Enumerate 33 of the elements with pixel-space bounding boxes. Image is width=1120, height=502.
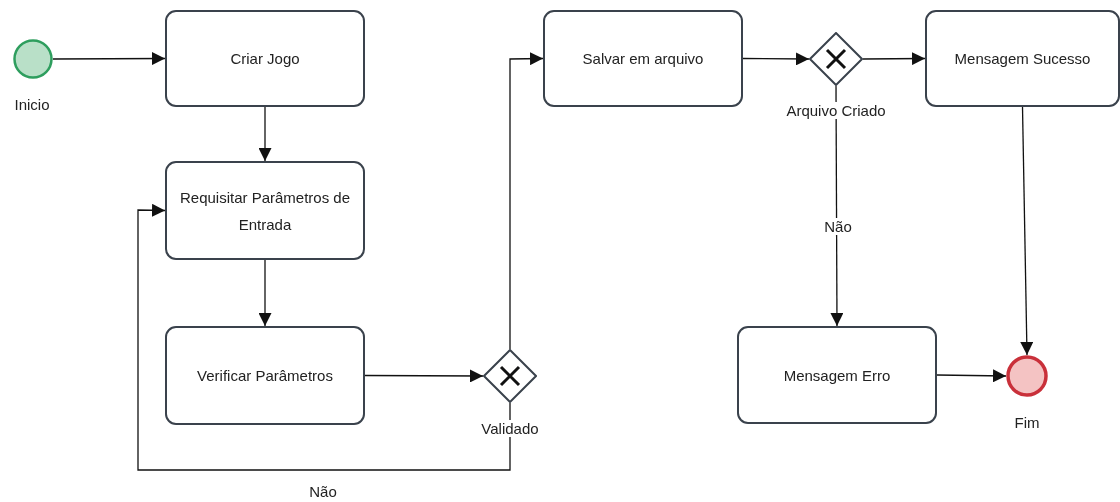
event-label: Arquivo Criado bbox=[784, 102, 888, 119]
event-label: Validado bbox=[479, 420, 541, 437]
task-label: Salvar em arquivo bbox=[581, 49, 705, 69]
arrow bbox=[742, 52, 810, 66]
event-label: Inicio bbox=[12, 96, 52, 113]
arrow bbox=[862, 52, 926, 66]
task-label: Mensagem Sucesso bbox=[953, 49, 1092, 69]
task-label: Requisitar Parâmetros de Entrada bbox=[178, 187, 352, 235]
task-label: Verificar Parâmetros bbox=[196, 366, 334, 386]
task-box bbox=[543, 10, 743, 107]
task-box bbox=[925, 10, 1120, 107]
task-label: Mensagem Erro bbox=[782, 365, 892, 386]
arrow bbox=[830, 85, 844, 327]
event-label: Fim bbox=[1012, 414, 1042, 431]
arrow bbox=[936, 369, 1007, 383]
gateway-diamond bbox=[483, 349, 537, 403]
arrow bbox=[1020, 106, 1034, 356]
edge-label: Não bbox=[307, 483, 339, 500]
task-box bbox=[737, 326, 937, 424]
task-box bbox=[165, 326, 365, 425]
arrow bbox=[509, 52, 544, 350]
task-label: Criar Jogo bbox=[229, 49, 301, 69]
gateway-diamond bbox=[809, 32, 863, 86]
edge-label: Não bbox=[822, 218, 854, 235]
event-circle bbox=[1006, 355, 1048, 397]
arrow bbox=[258, 259, 272, 327]
arrow bbox=[137, 203, 511, 471]
task-box bbox=[165, 10, 365, 107]
event-circle bbox=[13, 39, 53, 79]
arrow bbox=[258, 106, 272, 162]
task-box bbox=[165, 161, 365, 260]
arrow bbox=[52, 52, 166, 66]
arrow bbox=[364, 369, 484, 383]
